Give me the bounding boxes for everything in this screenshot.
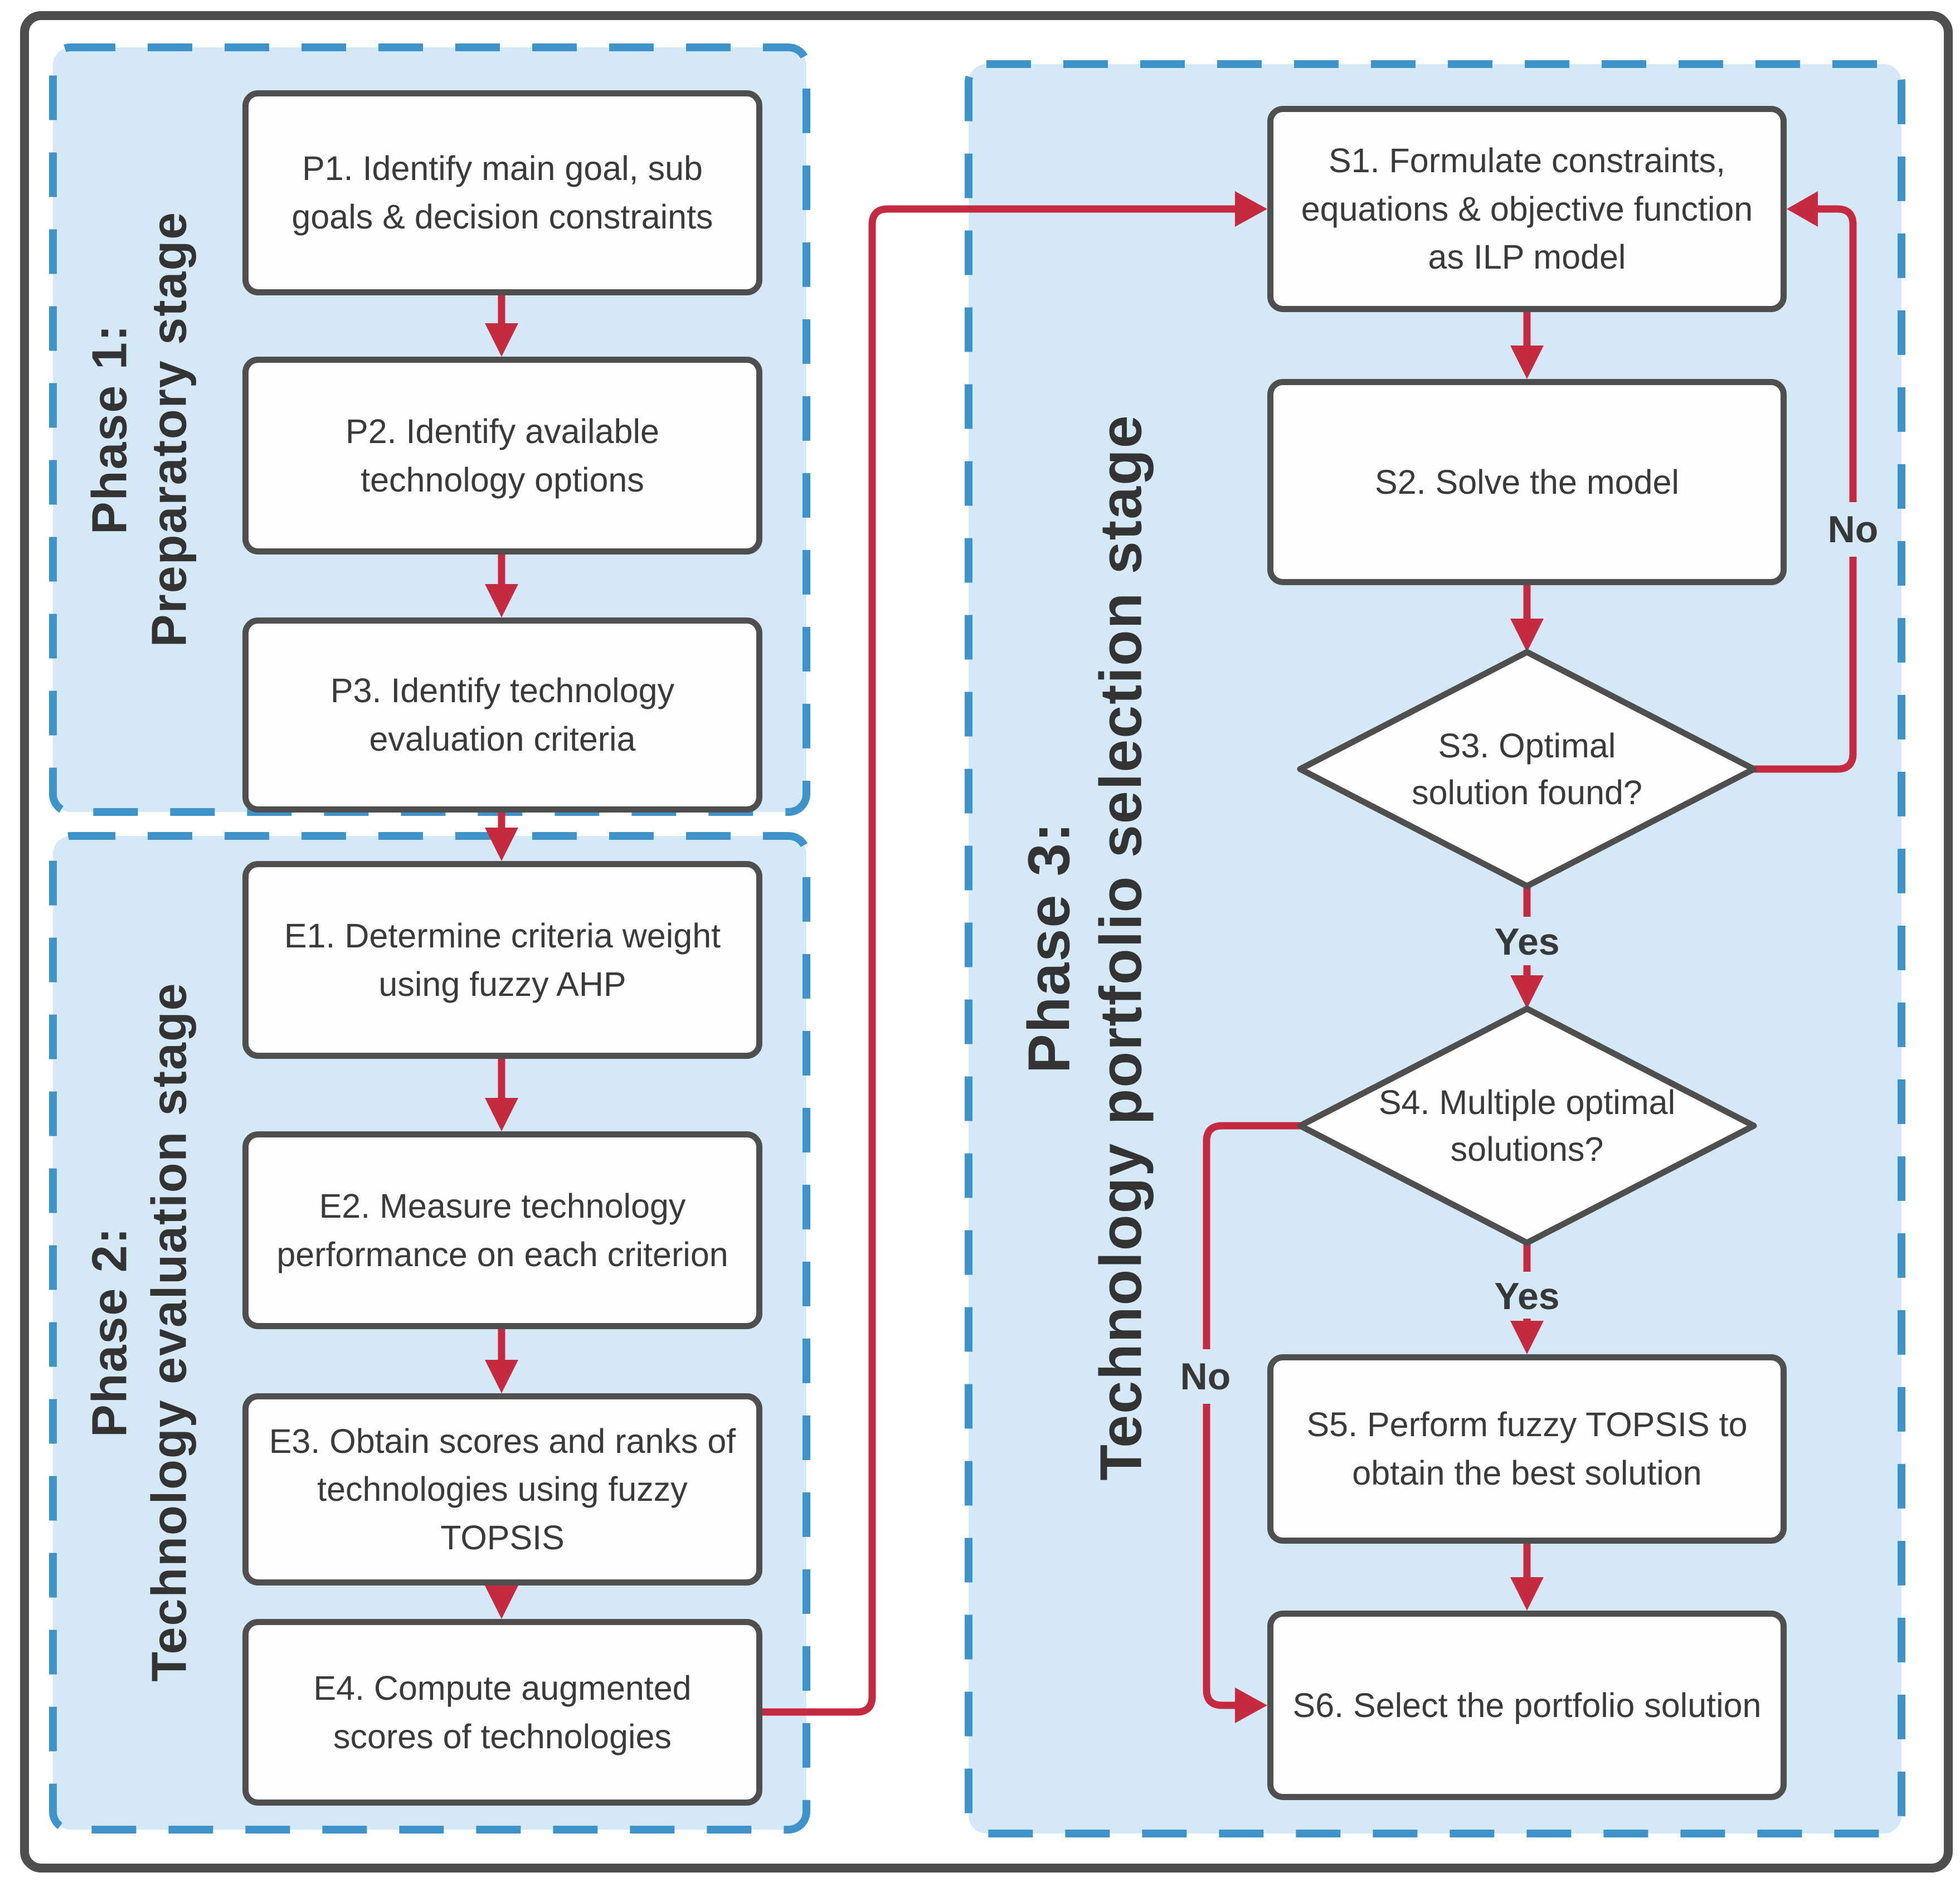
arrowhead-s5 xyxy=(1510,1321,1544,1354)
node-p2-line2: technology options xyxy=(361,460,644,499)
node-s5-line2: obtain the best solution xyxy=(1352,1454,1702,1492)
node-e4-line1: E4. Compute augmented xyxy=(313,1669,692,1707)
arrowhead-p2 xyxy=(485,323,518,357)
phase3-title: Phase 3: Technology portfolio selection … xyxy=(1014,414,1158,1480)
node-p1-line1: P1. Identify main goal, sub xyxy=(302,149,703,188)
diamond-s4 xyxy=(1297,1005,1757,1246)
node-e4: E4. Compute augmented scores of technolo… xyxy=(242,1619,762,1806)
node-e3: E3. Obtain scores and ranks of technolog… xyxy=(242,1393,762,1586)
arrowhead-e4 xyxy=(485,1586,518,1619)
arrowhead-s1-left xyxy=(1235,191,1267,227)
node-p3-line1: P3. Identify technology xyxy=(330,672,675,710)
arrowhead-s3 xyxy=(1510,619,1544,652)
node-s6-line1: S6. Select the portfolio solution xyxy=(1292,1686,1762,1724)
phase1-title: Phase 1: Preparatory stage xyxy=(80,211,200,647)
arrowhead-s2 xyxy=(1510,346,1544,379)
connector-e4-s1 xyxy=(762,205,1238,1716)
node-e3-line3: TOPSIS xyxy=(440,1518,565,1557)
node-p1: P1. Identify main goal, sub goals & deci… xyxy=(242,90,762,295)
node-s6: S6. Select the portfolio solution xyxy=(1267,1611,1787,1800)
arrowhead-s6-top xyxy=(1510,1577,1544,1611)
node-s2: S2. Solve the model xyxy=(1267,379,1787,585)
phase3-title-line2: Technology portfolio selection stage xyxy=(1088,414,1154,1481)
node-e1-line1: E1. Determine criteria weight xyxy=(284,916,721,955)
node-s5: S5. Perform fuzzy TOPSIS to obtain the b… xyxy=(1267,1354,1787,1544)
node-s1-line3: as ILP model xyxy=(1428,238,1626,276)
node-e3-line1: E3. Obtain scores and ranks of xyxy=(269,1422,736,1460)
node-e2-line2: performance on each criterion xyxy=(276,1235,728,1273)
node-e1-line2: using fuzzy AHP xyxy=(378,965,626,1003)
node-s1-line2: equations & objective function xyxy=(1301,189,1753,228)
node-e1: E1. Determine criteria weight using fuzz… xyxy=(242,861,762,1059)
diamond-s4-label: S4. Multiple optimal solutions? xyxy=(1328,1039,1726,1212)
arrowhead-s1-right xyxy=(1787,191,1818,227)
diamond-s3-line2: solution found? xyxy=(1412,774,1642,811)
phase3-title-line1: Phase 3: xyxy=(1016,821,1082,1074)
phase2-title: Phase 2: Technology evaluation stage xyxy=(80,982,200,1681)
node-s1-line1: S1. Formulate constraints, xyxy=(1329,142,1725,180)
connector-s4-no-s6 xyxy=(1203,1122,1300,1709)
node-p1-line2: goals & decision constraints xyxy=(291,198,713,236)
node-e2-line1: E2. Measure technology xyxy=(319,1186,686,1225)
phase1-title-line1: Phase 1: xyxy=(81,324,137,534)
node-s2-line1: S2. Solve the model xyxy=(1375,463,1679,501)
node-p3: P3. Identify technology evaluation crite… xyxy=(242,617,762,813)
label-yes-s4: Yes xyxy=(1494,1275,1560,1317)
diamond-s4-line2: solutions? xyxy=(1450,1130,1604,1168)
arrowhead-s4 xyxy=(1510,975,1544,1009)
phase2-title-line1: Phase 2: xyxy=(81,1227,137,1437)
label-yes-s3: Yes xyxy=(1494,921,1560,963)
diamond-s3 xyxy=(1297,649,1757,889)
arrowheads-group xyxy=(485,191,1818,1723)
node-e3-line2: technologies using fuzzy xyxy=(317,1470,688,1509)
arrowhead-e3 xyxy=(485,1360,518,1393)
label-no-s4: No xyxy=(1176,1349,1234,1404)
arrowhead-e1 xyxy=(485,828,518,861)
arrowhead-s6-left xyxy=(1235,1688,1267,1723)
node-s5-line1: S5. Perform fuzzy TOPSIS to xyxy=(1306,1406,1748,1444)
connector-s3-no-s1 xyxy=(1753,205,1857,773)
node-p3-line2: evaluation criteria xyxy=(369,720,636,758)
node-e2: E2. Measure technology performance on ea… xyxy=(242,1131,762,1329)
node-s1: S1. Formulate constraints, equations & o… xyxy=(1267,106,1787,312)
node-p2: P2. Identify available technology option… xyxy=(242,357,762,555)
label-no-s3: No xyxy=(1824,502,1882,557)
diamond-s3-label: S3. Optimal solution found? xyxy=(1328,683,1726,855)
diamond-s3-line1: S3. Optimal xyxy=(1438,726,1616,765)
phase2-title-line2: Technology evaluation stage xyxy=(142,982,197,1682)
outer-frame xyxy=(20,11,1953,1873)
node-e4-line2: scores of technologies xyxy=(333,1717,672,1755)
arrowhead-p3 xyxy=(485,584,518,617)
phase1-title-line2: Preparatory stage xyxy=(142,211,197,648)
diamond-s4-line1: S4. Multiple optimal xyxy=(1378,1083,1676,1121)
node-p2-line1: P2. Identify available xyxy=(346,412,659,450)
arrowhead-e2 xyxy=(485,1098,518,1131)
